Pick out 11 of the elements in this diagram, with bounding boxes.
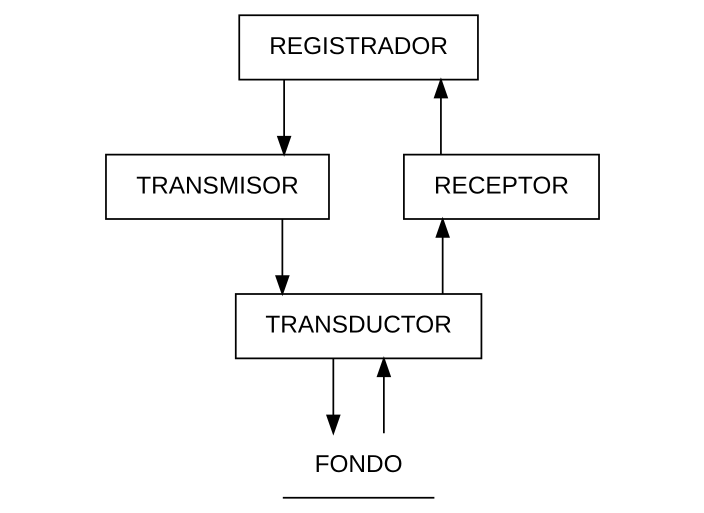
arrow: [433, 77, 448, 154]
node-text: FONDO: [314, 451, 402, 478]
arrow: [326, 358, 340, 436]
node-box: TRANSMISOR: [104, 154, 330, 220]
node-box: RECEPTOR: [402, 154, 600, 220]
arrow: [276, 80, 291, 157]
arrow: [434, 216, 450, 294]
node-box: TRANSDUCTOR: [234, 293, 482, 360]
arrow: [376, 356, 391, 434]
node-box: REGISTRADOR: [238, 14, 478, 81]
arrow: [274, 219, 290, 296]
